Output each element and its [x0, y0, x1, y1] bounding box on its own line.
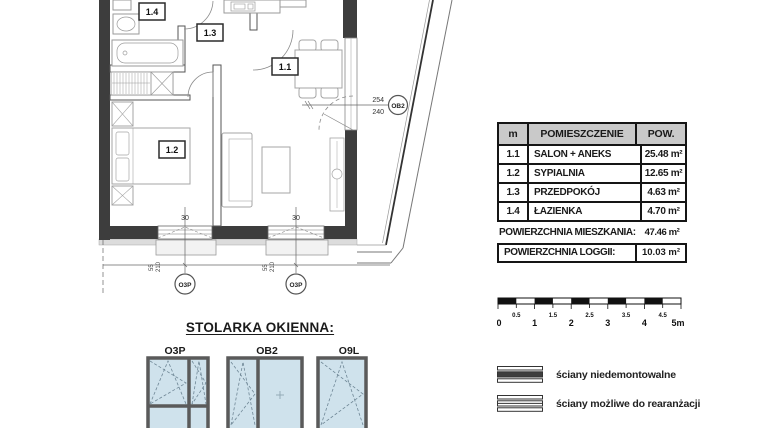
pillow [115, 157, 130, 182]
svg-text:O3P: O3P [289, 282, 303, 289]
loggia-area-row: POWIERZCHNIA LOGGII: 10.03 m² [497, 243, 687, 263]
living-furniture [221, 39, 345, 212]
dining-table [294, 49, 343, 89]
table-row: 1.1 SALON + ANEKS 25.48 m² [499, 146, 685, 165]
room-area: 25.48 m² [644, 149, 683, 160]
window-diagram-o3p: O3P [146, 345, 210, 428]
bathroom-fixtures [111, 0, 184, 67]
room-label-salon: 1.1 [271, 57, 299, 76]
window-diagram-o9l: O9L [316, 345, 368, 428]
legend-item-rearrangeable-walls: ściany możliwe do rearanżacji [497, 395, 700, 412]
room-area: 4.70 m² [647, 206, 680, 217]
dim-window1-b: 210 [156, 261, 162, 272]
svg-text:1.4: 1.4 [146, 7, 159, 17]
legend-item-solid-walls: ściany niedemontowalne [497, 366, 676, 383]
total-area-value: 47.46 m² [644, 227, 680, 238]
svg-text:1.3: 1.3 [204, 28, 217, 38]
window-marker-1: O3P [174, 273, 196, 295]
area-table: m POMIESZCZENIE POW. 1.1 SALON + ANEKS 2… [497, 122, 687, 263]
dim-balcony-b: 240 [372, 109, 384, 116]
chair [320, 86, 339, 99]
total-area-row: POWIERZCHNIA MIESZKANIA: 47.46 m² [497, 226, 687, 240]
scale-label: 0 [497, 318, 502, 328]
balcony-door-frame [344, 37, 358, 131]
room-id: 1.3 [499, 184, 529, 201]
chair [298, 86, 317, 99]
chair [320, 39, 339, 52]
room-name: PRZEDPOKÓJ [529, 184, 642, 201]
loggia-area-value: 10.03 m² [635, 245, 685, 261]
scale-label: 2.5 [585, 313, 594, 319]
loggia [357, 0, 453, 264]
svg-text:1.1: 1.1 [279, 62, 292, 72]
table-header-pow: POW. [647, 128, 675, 140]
svg-text:OB2: OB2 [391, 103, 405, 110]
dim-window2-b: 210 [270, 261, 276, 272]
table-row: 1.2 SYPIALNIA 12.65 m² [499, 165, 685, 184]
scale-bar: 0 0.5 1 1.5 2 2.5 3 3.5 4 4.5 5m [497, 297, 685, 328]
table-row: 1.3 PRZEDPOKÓJ 4.63 m² [499, 184, 685, 203]
floor-plan: 30 30 55 210 55 210 254 240 O3P O3P OB2 … [98, 0, 453, 295]
wardrobe [110, 71, 174, 96]
kitchen-counter [223, 0, 307, 14]
dim-window1-a: 55 [149, 264, 155, 271]
scale-label: 3 [605, 318, 610, 328]
dimension-lines [102, 100, 390, 294]
structural-walls [99, 0, 357, 240]
chair [298, 39, 317, 52]
window-marker-2: O3P [285, 273, 307, 295]
room-label-przedpokoj: 1.3 [196, 23, 224, 42]
room-name: SALON + ANEKS [529, 146, 642, 163]
coffee-table [261, 146, 291, 194]
room-id: 1.1 [499, 146, 529, 163]
solid-wall-symbol [497, 366, 543, 383]
scale-label: 4 [642, 318, 647, 328]
scale-label: 1 [532, 318, 537, 328]
table-row: 1.4 ŁAZIENKA 4.70 m² [499, 203, 685, 220]
svg-text:O9L: O9L [339, 345, 360, 357]
dim-window2-width: 30 [292, 215, 300, 222]
table-header-row: m POMIESZCZENIE POW. [499, 124, 685, 146]
loggia-area-label: POWIERZCHNIA LOGGII: [504, 247, 616, 258]
svg-text:O3P: O3P [164, 345, 185, 357]
dim-window1-width: 30 [181, 215, 189, 222]
rearrangeable-wall-symbol [497, 395, 543, 412]
dim-window2-a: 55 [263, 264, 269, 271]
dim-balcony-a: 254 [372, 97, 384, 104]
scale-label: 0.5 [512, 313, 521, 319]
scale-label: 1.5 [549, 313, 558, 319]
window-diagram-ob2: OB2 [226, 345, 304, 428]
room-id: 1.4 [499, 203, 529, 220]
room-name: SYPIALNIA [529, 165, 642, 182]
legend-label: ściany niedemontowalne [556, 368, 676, 381]
room-id: 1.2 [499, 165, 529, 182]
window-schedule: O3P OB2 O [146, 345, 368, 428]
window-sill-1 [155, 239, 217, 256]
table-header-pomieszczenie: POMIESZCZENIE [529, 124, 637, 144]
total-area-label: POWIERZCHNIA MIESZKANIA: [499, 227, 636, 238]
room-area: 12.65 m² [644, 168, 683, 179]
room-name: ŁAZIENKA [529, 203, 642, 220]
window-sill-2 [265, 239, 329, 256]
toilet [112, 0, 132, 11]
table-header-m: m [499, 124, 529, 144]
scale-label: 3.5 [622, 313, 631, 319]
stolarka-title: STOLARKA OKIENNA: [185, 320, 335, 335]
room-label-lazienka: 1.4 [138, 2, 166, 21]
balcony-door-marker: OB2 [387, 94, 409, 116]
svg-text:O3P: O3P [178, 282, 192, 289]
scale-label: 2 [569, 318, 574, 328]
room-label-sypialnia: 1.2 [158, 140, 186, 159]
svg-text:1.2: 1.2 [166, 145, 179, 155]
pillow [115, 131, 130, 156]
scale-label: 4.5 [659, 313, 668, 319]
room-area: 4.63 m² [647, 187, 680, 198]
legend-label: ściany możliwe do rearanżacji [556, 397, 701, 410]
svg-text:OB2: OB2 [256, 345, 278, 357]
scale-label: 5m [671, 318, 684, 328]
